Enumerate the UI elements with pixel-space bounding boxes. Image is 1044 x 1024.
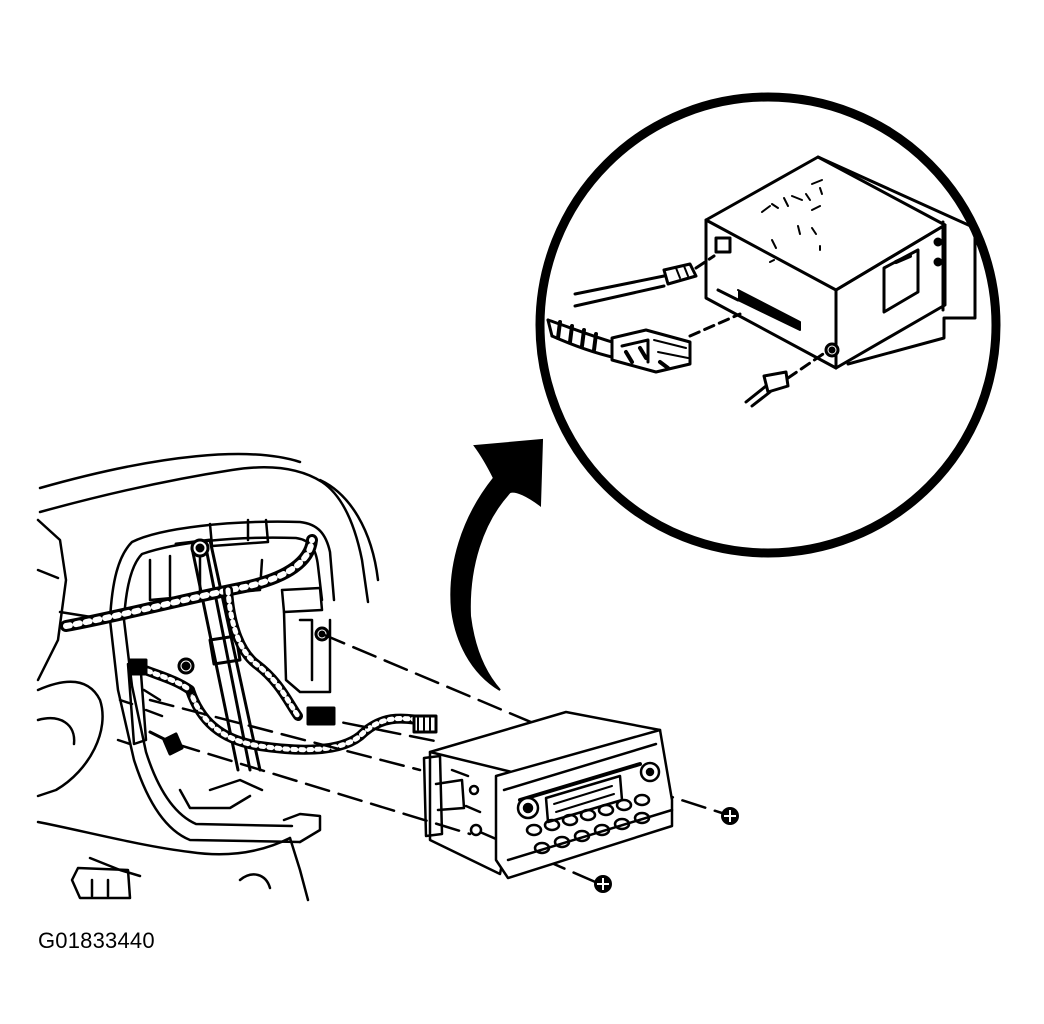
screw-icon [721, 807, 739, 825]
detail-view [535, 92, 1001, 558]
callout-arrow-icon [450, 438, 544, 691]
harness-connector-detail [573, 254, 716, 308]
detail-circle [535, 92, 1001, 558]
figure-id: G01833440 [38, 928, 155, 953]
main-connector-detail [546, 312, 742, 374]
radio-chassis-detail [704, 155, 977, 370]
antenna-lead-detail [744, 350, 828, 408]
radio-unit [422, 710, 674, 880]
instrument-panel [36, 452, 380, 902]
screw-icon [594, 875, 612, 893]
wire-harness [60, 534, 435, 755]
